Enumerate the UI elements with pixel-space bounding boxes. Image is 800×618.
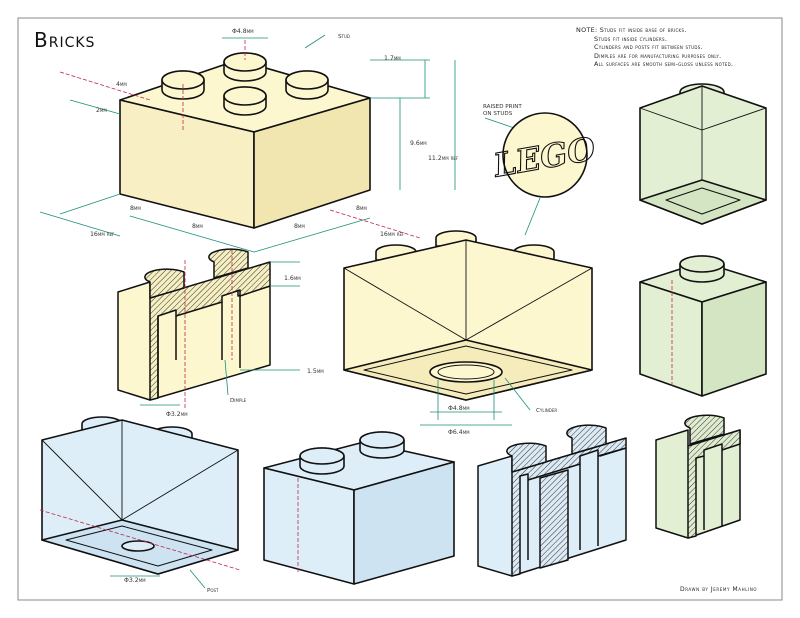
dim-cyl-inner: Φ4.8mm — [448, 405, 470, 412]
note-line: Cylinders and posts fit between studs. — [594, 43, 703, 52]
page-border — [17, 17, 783, 601]
brick-2x2-underside — [343, 230, 593, 401]
note-line: Studs fit inside cylinders. — [594, 34, 668, 43]
dim-cyl-outer: Φ6.4mm — [448, 429, 470, 436]
dim-wall-left: 4mm — [116, 81, 127, 88]
dim-len-mid: 8mm — [192, 223, 203, 230]
callout-dimple: Dimple — [230, 398, 247, 404]
dim-len-left: 8mm — [130, 205, 141, 212]
brick-cross-section-green — [655, 414, 741, 539]
center-lines — [59, 40, 421, 239]
brick-cross-section-yellow — [117, 248, 271, 401]
callout-cylinder: Cylinder — [536, 408, 557, 414]
note-line: NOTE: Studs fit inside base of bricks. — [576, 26, 687, 34]
dim-len-mid2: 8mm — [294, 223, 305, 230]
dim-side-wall: 1.5mm — [307, 368, 324, 375]
callout-raised-print-line2: ON STUDS — [483, 111, 513, 117]
callout-raised-print-line1: RAISED PRINT — [483, 104, 522, 110]
dimension-lines — [39, 34, 456, 253]
callout-stud: Stud — [338, 34, 350, 40]
brick-1x1-green — [639, 255, 767, 397]
dim-stud-height: 1.7mm — [384, 55, 401, 62]
notes-block: NOTE: Studs fit inside base of bricks. S… — [576, 26, 733, 69]
dim-brick-height: 9.6mm — [410, 140, 427, 147]
stud — [161, 70, 205, 100]
credit-text: Drawn by Jeremy Mahlino — [680, 586, 758, 593]
dim-stud-dia: Φ4.8mm — [232, 28, 254, 35]
dim-ref-height: 11.2mm ref — [428, 155, 459, 162]
callout-post: Post — [207, 588, 219, 594]
brick-cross-section-blue — [477, 424, 627, 577]
note-line: All surfaces are smooth semi-gloss unles… — [594, 60, 734, 69]
note-line: Dimples are for manufacturing purposes o… — [594, 51, 722, 60]
dim-len-right-ref: 16mm ref — [380, 231, 405, 238]
callout-raised-print: RAISED PRINT ON STUDS — [483, 104, 524, 117]
dim-len-left-ref: 16mm ref — [90, 231, 115, 238]
stud — [223, 52, 267, 82]
page-title: Bricks — [34, 28, 96, 52]
lego-logo-stud: LEGO — [489, 112, 599, 198]
dim-wall-thick: 1.6mm — [284, 275, 301, 282]
dim-len-right: 8mm — [356, 205, 367, 212]
brick-1x1-green-bottom — [639, 83, 767, 225]
stud — [285, 70, 329, 100]
brick-2x2-blue-underside — [41, 416, 239, 575]
stud — [223, 86, 267, 116]
dim-post-dia: Φ3.2mm — [124, 577, 146, 584]
leader-line — [524, 197, 541, 236]
dim-wall-left2: 2mm — [96, 107, 107, 114]
brick-1x2-blue — [263, 431, 455, 585]
brick-2x2-main — [119, 52, 371, 229]
dim-dimple-dia: Φ3.2mm — [166, 411, 188, 418]
